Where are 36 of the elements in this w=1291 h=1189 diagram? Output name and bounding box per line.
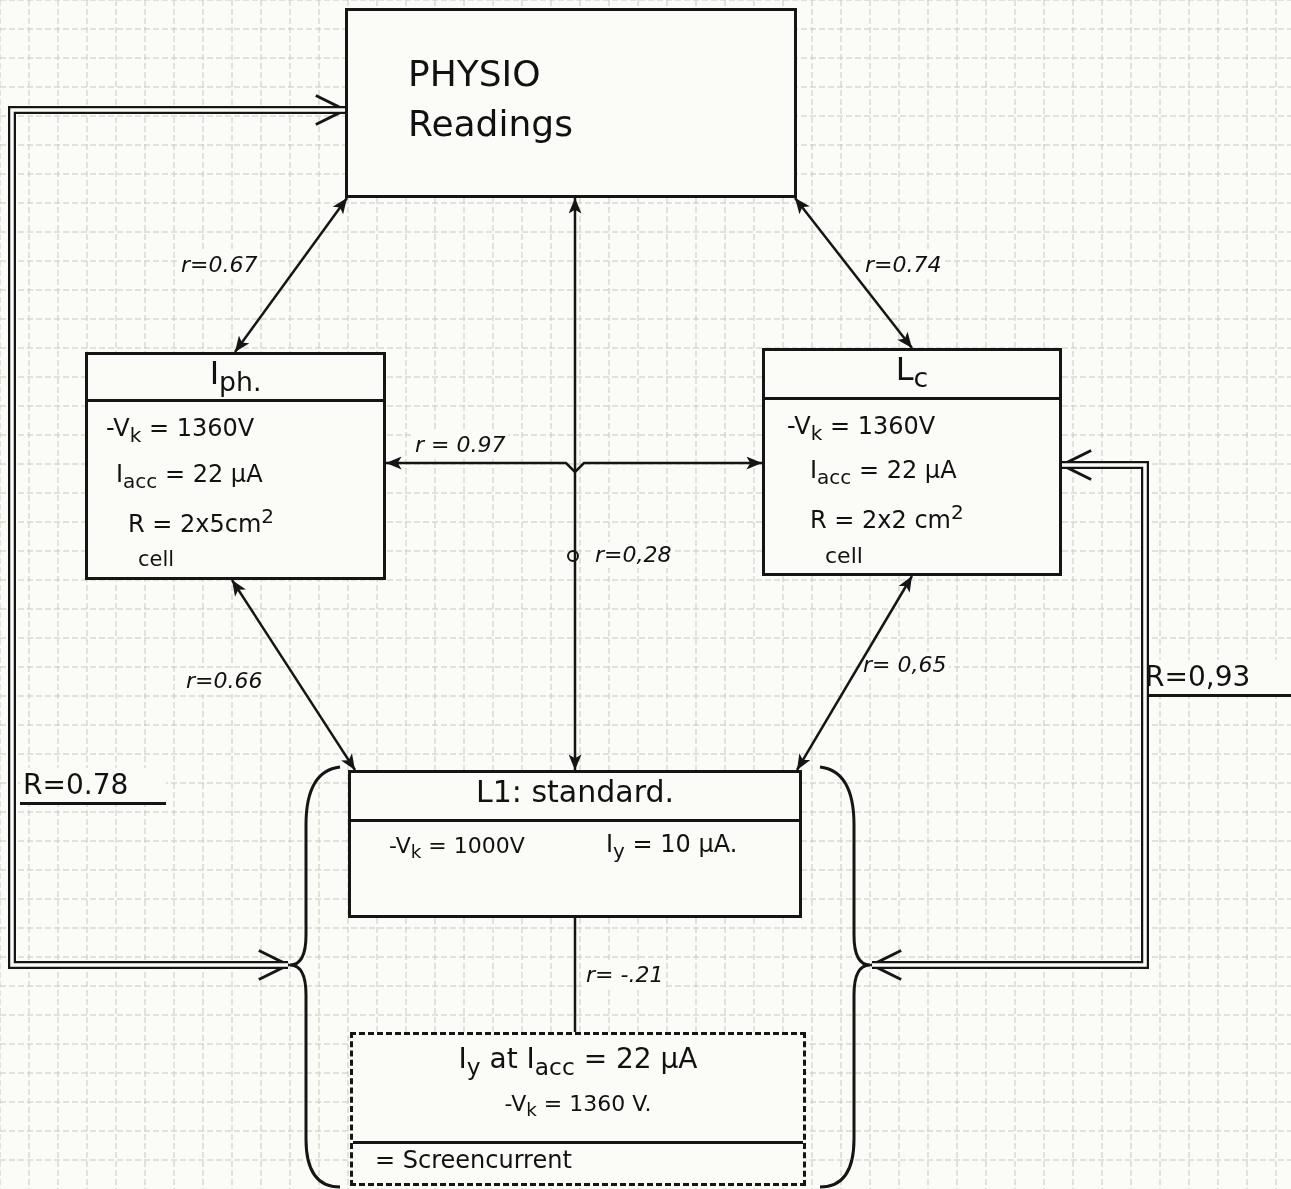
double-headed-arrow bbox=[386, 456, 762, 474]
edge-label: R=0.78 bbox=[20, 768, 166, 805]
process-box bbox=[345, 8, 797, 198]
box-heading: L1: standard. bbox=[474, 775, 675, 810]
double-headed-arrow bbox=[234, 197, 348, 353]
process-box bbox=[85, 352, 386, 580]
double-headed-arrow bbox=[568, 198, 582, 770]
edge-label: r=0.74 bbox=[862, 252, 945, 279]
dashed-box bbox=[350, 1032, 806, 1186]
parameter-text: cell bbox=[138, 547, 175, 572]
process-box bbox=[348, 770, 802, 918]
parameter-text: -V$_{k}$ = 1360 V. bbox=[503, 1091, 653, 1121]
brace-group bbox=[288, 765, 872, 1189]
parameter-text: I$_{y}$ = 10 µA. bbox=[606, 831, 738, 863]
edge-label: r= 0,65 bbox=[860, 652, 950, 679]
parameter-text: I$_{acc}$ = 22 µA bbox=[810, 457, 957, 489]
process-box bbox=[762, 348, 1062, 576]
box-heading: I$_{ph.}$ bbox=[208, 355, 263, 399]
double-headed-arrow bbox=[794, 197, 913, 349]
edge-label: r=0,28 bbox=[592, 542, 675, 569]
parameter-text: -V$_{k}$ = 1360V bbox=[787, 413, 936, 445]
edge-label: r=0.67 bbox=[178, 252, 261, 279]
box-heading: I$_{y}$ at I$_{acc}$ = 22 µA bbox=[457, 1043, 699, 1081]
parameter-text: cell bbox=[825, 543, 863, 569]
connector-line bbox=[573, 918, 577, 1032]
parameter-text: -V$_{k}$ = 1360V bbox=[106, 415, 255, 447]
parameter-text: R = 2x2 cm$^{2}$ bbox=[810, 501, 964, 535]
parameter-text: R = 2x5cm$^{2}$ bbox=[128, 505, 275, 539]
double-headed-arrow bbox=[230, 579, 357, 771]
box-title: PHYSIO Readings bbox=[408, 52, 574, 147]
edge-label: r = 0.97 bbox=[412, 432, 509, 459]
box-heading: L$_{c}$ bbox=[894, 351, 930, 395]
parameter-text: I$_{acc}$ = 22 µA bbox=[116, 461, 263, 493]
double-headed-arrow bbox=[795, 575, 914, 771]
parameter-text: = Screencurrent bbox=[375, 1147, 572, 1175]
parameter-text: -V$_{k}$ = 1000V bbox=[389, 833, 525, 863]
